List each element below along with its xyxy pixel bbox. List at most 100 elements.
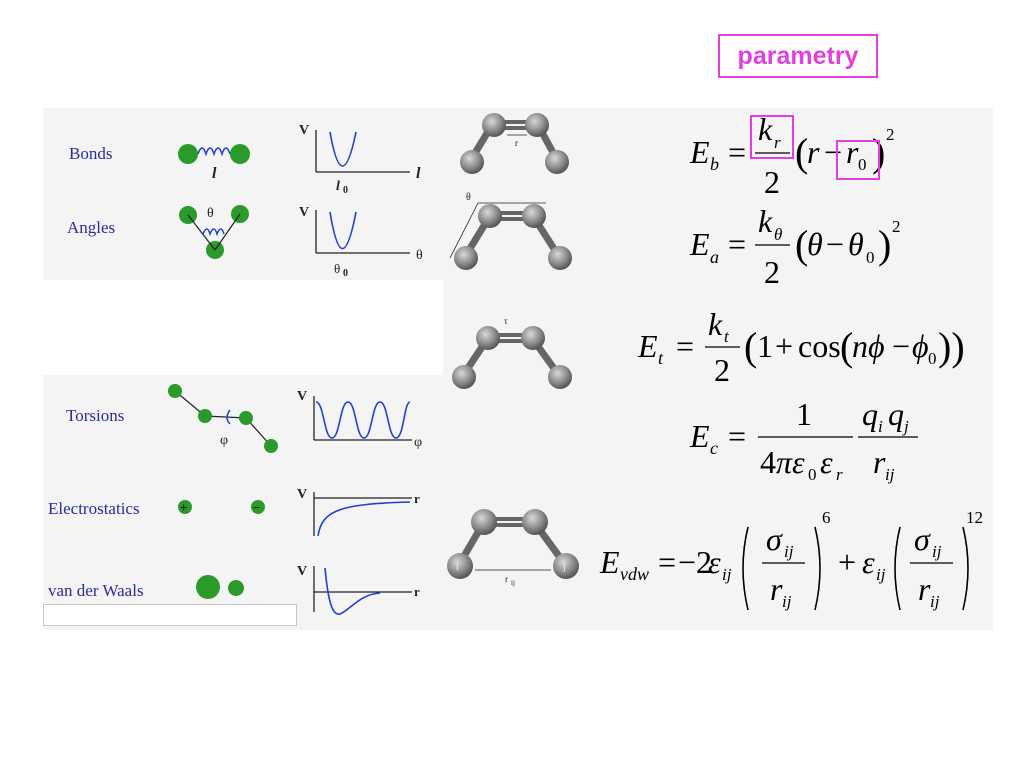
svg-text:(: ( [840, 324, 853, 369]
svg-text:0: 0 [928, 349, 937, 368]
svg-text:=: = [676, 328, 694, 364]
svg-text:q: q [862, 396, 878, 432]
svg-text:ij: ij [782, 592, 792, 611]
svg-text:0: 0 [808, 465, 817, 484]
elec-plot-x-label: r [414, 491, 420, 506]
svg-text:E: E [689, 226, 710, 262]
svg-text:ε: ε [708, 544, 721, 580]
svg-text:ij: ij [876, 565, 886, 584]
plus-charge-label: + [180, 500, 187, 515]
svg-text:θ: θ [848, 226, 864, 262]
svg-text:ε: ε [862, 544, 875, 580]
svg-text:1: 1 [796, 396, 812, 432]
svg-text:E: E [637, 328, 658, 364]
bond-molecule: r [460, 113, 569, 174]
torsion-potential-plot: V φ [297, 389, 422, 450]
svg-text:ij: ij [885, 465, 895, 484]
caption-box [43, 604, 297, 626]
svg-text:ij: ij [722, 565, 732, 584]
elec-plot-y-label: V [297, 487, 307, 502]
svg-text:2: 2 [886, 125, 895, 144]
svg-text:r: r [918, 571, 931, 607]
bond-plot-min-label: l [336, 179, 340, 194]
svg-text:E: E [689, 134, 710, 170]
svg-text:=: = [658, 544, 676, 580]
angle-plot-y-label: V [299, 205, 309, 220]
svg-text:j: j [902, 417, 909, 436]
vdw-potential-plot: V r [297, 564, 420, 615]
svg-text:E: E [689, 418, 710, 454]
torsion-molecule: τ [452, 316, 572, 389]
svg-text:σ: σ [914, 521, 931, 557]
torsion-icon: φ [168, 384, 278, 453]
r0-highlight-box [836, 140, 880, 180]
svg-text:t: t [658, 348, 664, 368]
svg-text:−2: −2 [678, 544, 712, 580]
angle-molecule-theta-label: θ [466, 192, 471, 203]
bond-molecule-r-label: r [515, 138, 518, 148]
svg-text:=: = [728, 134, 746, 170]
svg-text:cos: cos [798, 328, 841, 364]
svg-text:a: a [710, 247, 719, 267]
vdw-molecule: i j r ij [447, 509, 579, 587]
svg-text:ij: ij [932, 542, 942, 561]
svg-text:12: 12 [966, 508, 983, 527]
torsion-molecule-tau-label: τ [504, 316, 508, 326]
svg-text:r: r [873, 444, 886, 480]
atom-j-label: j [562, 562, 566, 572]
angle-plot-x-label: θ [416, 248, 423, 263]
torsion-plot-y-label: V [297, 389, 307, 404]
angle-plot-min-label: θ [334, 261, 340, 276]
svg-text:+: + [838, 544, 856, 580]
vdw-atoms-icon [196, 575, 244, 599]
svg-text:r: r [836, 465, 843, 484]
svg-text:): ) [878, 222, 891, 267]
angle-theta-icon-label: θ [207, 206, 214, 221]
svg-text:t: t [724, 327, 730, 346]
term-label-angles: Angles [67, 218, 116, 237]
angle-plot-min-sub: 0 [343, 268, 348, 279]
term-label-torsions: Torsions [66, 406, 125, 425]
charges-icon: + − [178, 500, 265, 515]
rij-label-sub: ij [511, 579, 515, 587]
svg-text:(: ( [795, 222, 808, 267]
svg-text:nϕ: nϕ [852, 328, 885, 364]
term-label-vdw: van der Waals [48, 581, 144, 600]
kr-highlight-box [750, 115, 794, 159]
bond-plot-y-label: V [299, 123, 309, 138]
svg-text:k: k [758, 203, 773, 239]
svg-text:c: c [710, 438, 718, 458]
torsion-phi-icon-label: φ [220, 433, 228, 448]
svg-text:r: r [807, 134, 820, 170]
svg-text:0: 0 [858, 155, 867, 174]
svg-text:4: 4 [760, 444, 776, 480]
svg-text:ij: ij [930, 592, 940, 611]
bond-spring-icon: l [178, 144, 250, 182]
svg-text:)): )) [938, 324, 965, 369]
svg-text:i: i [878, 417, 883, 436]
bond-potential-plot: V l l 0 [299, 123, 421, 196]
svg-text:E: E [599, 544, 620, 580]
svg-text:ε: ε [820, 444, 833, 480]
svg-text:1: 1 [757, 328, 773, 364]
panel-gap [43, 280, 443, 375]
svg-text:k: k [758, 111, 773, 147]
svg-text:b: b [710, 154, 719, 174]
svg-text:θ: θ [774, 225, 782, 244]
svg-text:r: r [774, 133, 781, 152]
svg-text:πε: πε [776, 444, 805, 480]
svg-text:k: k [708, 306, 723, 342]
svg-text:r: r [846, 134, 859, 170]
vdw-plot-y-label: V [297, 564, 307, 579]
svg-text:=: = [728, 226, 746, 262]
svg-text:=: = [728, 418, 746, 454]
svg-text:σ: σ [766, 521, 783, 557]
svg-text:vdw: vdw [620, 564, 649, 584]
term-label-electrostatics: Electrostatics [48, 499, 140, 518]
svg-text:−: − [892, 328, 910, 364]
vdw-plot-x-label: r [414, 584, 420, 599]
